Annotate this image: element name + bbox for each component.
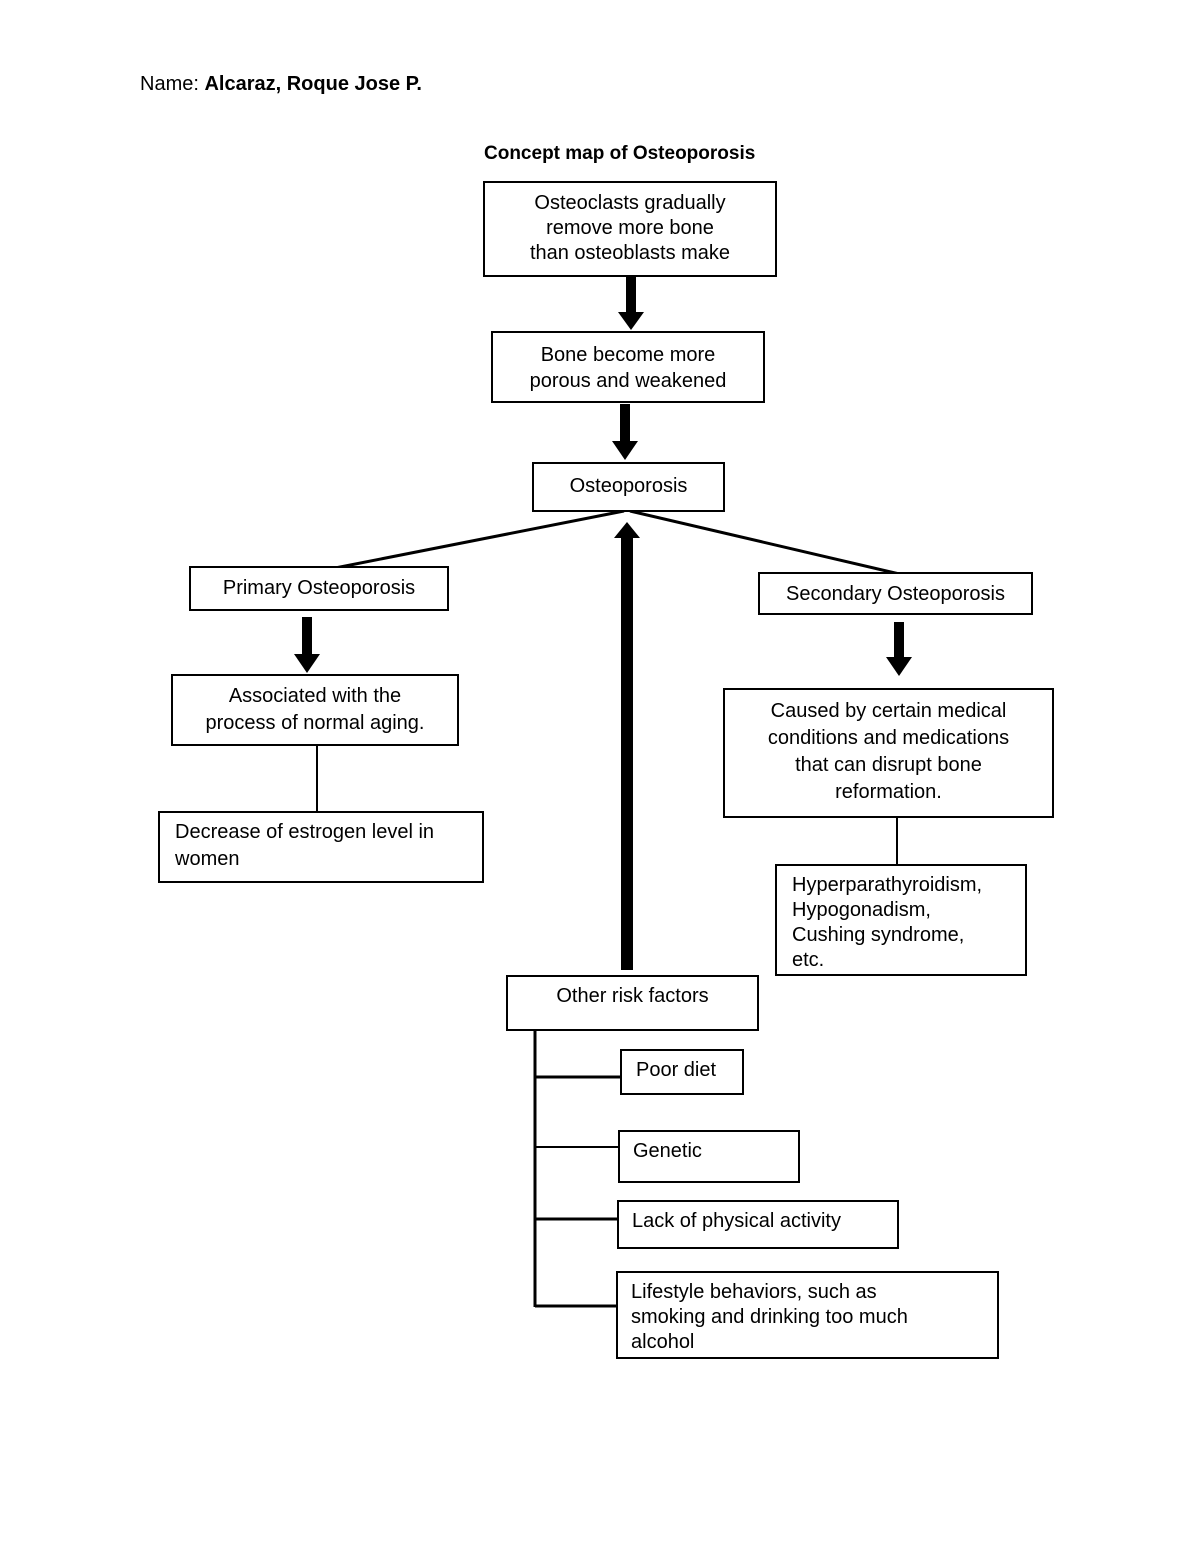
node-aging-line-2: process of normal aging.: [205, 712, 425, 734]
node-porous-line-1: Bone become more: [540, 344, 716, 366]
node-secondary: Secondary Osteoporosis: [758, 572, 1033, 615]
node-lifestyle-line-3: alcohol: [631, 1331, 695, 1353]
node-genetic-line-1: Genetic: [633, 1140, 702, 1162]
node-activity-line-1: Lack of physical activity: [632, 1210, 841, 1232]
node-medical-line-3: that can disrupt bone: [795, 754, 982, 776]
node-lifestyle: Lifestyle behaviors, such as smoking and…: [616, 1271, 999, 1359]
node-medical-line-4: reformation.: [835, 781, 942, 803]
arrow-porous-to-osteoporosis: [612, 404, 638, 460]
node-osteoclasts-line-3: than osteoblasts make: [529, 242, 731, 264]
node-conditions-line-4: etc.: [792, 949, 825, 971]
node-osteoporosis-line-1: Osteoporosis: [569, 475, 688, 497]
node-genetic: Genetic: [618, 1130, 800, 1183]
line-osteoporosis-to-secondary: [629, 509, 909, 578]
arrow-osteoclasts-to-porous: [618, 277, 644, 330]
node-medical-line-2: conditions and medications: [767, 727, 1010, 749]
node-aging: Associated with the process of normal ag…: [171, 674, 459, 746]
name-label: Name:: [140, 73, 199, 95]
node-estrogen-line-1: Decrease of estrogen level in: [175, 821, 435, 843]
node-risk: Other risk factors: [506, 975, 759, 1031]
node-lifestyle-line-1: Lifestyle behaviors, such as: [631, 1281, 877, 1303]
arrow-primary-to-aging: [294, 617, 320, 673]
node-osteoclasts-line-2: remove more bone: [546, 217, 714, 239]
arrow-secondary-to-medical: [886, 622, 912, 676]
node-osteoclasts-line-1: Osteoclasts gradually: [534, 192, 726, 214]
node-porous: Bone become more porous and weakened: [491, 331, 765, 403]
node-osteoporosis: Osteoporosis: [532, 462, 725, 512]
name-line: Name: Alcaraz, Roque Jose P.: [140, 71, 422, 97]
line-osteoporosis-to-primary: [329, 509, 625, 571]
node-secondary-line-1: Secondary Osteoporosis: [785, 583, 1005, 605]
node-risk-line-1: Other risk factors: [556, 985, 709, 1007]
node-activity: Lack of physical activity: [617, 1200, 899, 1249]
student-name: Alcaraz, Roque Jose P.: [204, 73, 422, 95]
node-lifestyle-line-2: smoking and drinking too much: [631, 1306, 908, 1328]
node-conditions-line-1: Hyperparathyroidism,: [792, 874, 983, 896]
node-medical: Caused by certain medical conditions and…: [723, 688, 1054, 818]
node-aging-line-1: Associated with the: [228, 685, 402, 707]
node-conditions: Hyperparathyroidism, Hypogonadism, Cushi…: [775, 864, 1027, 976]
diagram-title: Concept map of Osteoporosis: [484, 143, 756, 164]
arrow-risk-to-osteoporosis: [614, 522, 640, 970]
node-conditions-line-3: Cushing syndrome,: [792, 924, 965, 946]
node-estrogen-line-2: women: [175, 848, 240, 870]
node-primary-line-1: Primary Osteoporosis: [222, 577, 416, 599]
node-osteoclasts: Osteoclasts gradually remove more bone t…: [483, 181, 777, 277]
node-diet-line-1: Poor diet: [636, 1059, 717, 1081]
node-medical-line-1: Caused by certain medical: [770, 700, 1007, 722]
node-conditions-line-2: Hypogonadism,: [792, 899, 931, 921]
node-primary: Primary Osteoporosis: [189, 566, 449, 611]
node-estrogen: Decrease of estrogen level in women: [158, 811, 484, 883]
node-porous-line-2: porous and weakened: [529, 370, 727, 392]
node-diet: Poor diet: [620, 1049, 744, 1095]
